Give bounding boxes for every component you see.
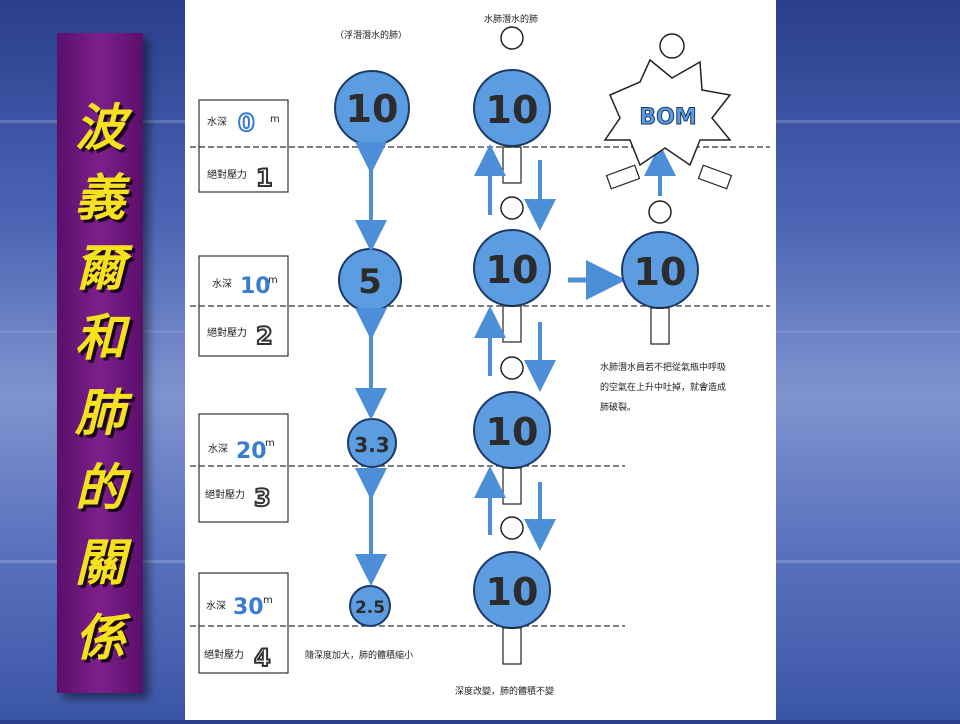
free-lung-3: 2.5 [349,585,391,627]
title-char: 波 [75,98,125,157]
title-char: 的 [75,458,125,517]
depth-label: 水深 [208,443,228,455]
pressure-label: 絕對壓力 [205,488,245,501]
bom-text: BOM [639,105,696,130]
scuba-diver-3: 10 [473,516,551,665]
depth-unit: m [265,438,275,449]
slide-title: 波 義 爾 和 肺 的 關 係 [57,33,143,693]
pressure-label: 絕對壓力 [204,648,244,661]
title-char: 係 [75,608,125,667]
title-char: 爾 [75,238,125,297]
free-volume: 5 [358,262,382,302]
depth-unit: m [263,595,273,606]
free-volume: 3.3 [354,433,389,457]
shrink-caption: 隨深度加大，肺的體積縮小 [305,649,413,661]
note-line-3: 肺破裂。 [600,401,636,413]
title-char: 義 [75,168,125,227]
free-lung-0: 10 [334,70,410,146]
depth-row-0: 水深 0 m 絕對壓力 1 [198,99,289,193]
note-line-1: 水肺潛水員若不把從氣瓶中呼吸 [600,361,726,373]
note-line-2: 的空氣在上升中吐掉，就會造成 [600,381,726,393]
pressure-value: 1 [256,164,273,192]
depth-value: 0 [238,109,255,137]
free-diver-caption: （浮潛潛水的肺） [335,29,407,41]
pressure-label: 絕對壓力 [207,168,247,181]
scuba-diver-0: 10 [473,26,551,184]
title-char: 肺 [75,383,125,442]
scuba-volume: 10 [486,88,539,132]
pressure-value: 2 [256,322,273,350]
depth-row-2: 水深 20 m 絕對壓力 3 [198,413,289,523]
diagram-panel: （浮潛潛水的肺） 水肺潛水的肺 水深 0 m 絕對壓力 1 水深 10 m 絕對… [185,0,776,720]
scuba-arrows [474,144,556,551]
title-char: 和 [75,308,125,367]
depth-unit: m [268,275,278,286]
free-volume: 10 [346,87,399,131]
depth-label: 水深 [207,116,227,128]
pressure-value: 4 [254,644,271,672]
free-lung-1: 5 [338,248,402,312]
depth-value: 30 [233,595,264,620]
pressure-value: 3 [254,484,271,512]
burst-volume: 10 [634,250,687,294]
depth-label: 水深 [206,600,226,612]
scuba-diver-1: 10 [473,196,551,343]
free-volume: 2.5 [355,598,385,618]
depth-unit: m [270,114,280,125]
burst-diver: 10 [621,200,699,345]
scuba-volume: 10 [486,570,539,614]
scuba-caption: 水肺潛水的肺 [484,13,538,25]
explosion-burst: BOM [603,33,733,190]
depth-label: 水深 [212,278,232,290]
pressure-label: 絕對壓力 [207,326,247,339]
depth-value: 10 [240,274,271,299]
depth-row-3: 水深 30 m 絕對壓力 4 [198,572,289,674]
unchanged-caption: 深度改變，肺的體積不變 [455,685,554,697]
free-lung-2: 3.3 [347,418,397,468]
scuba-volume: 10 [486,248,539,292]
depth-value: 20 [236,439,267,464]
scuba-diver-2: 10 [473,356,551,505]
boyle-diagram: （浮潛潛水的肺） 水肺潛水的肺 水深 0 m 絕對壓力 1 水深 10 m 絕對… [190,13,770,697]
title-char: 關 [75,533,125,592]
scuba-volume: 10 [486,410,539,454]
depth-row-1: 水深 10 m 絕對壓力 2 [198,255,289,357]
